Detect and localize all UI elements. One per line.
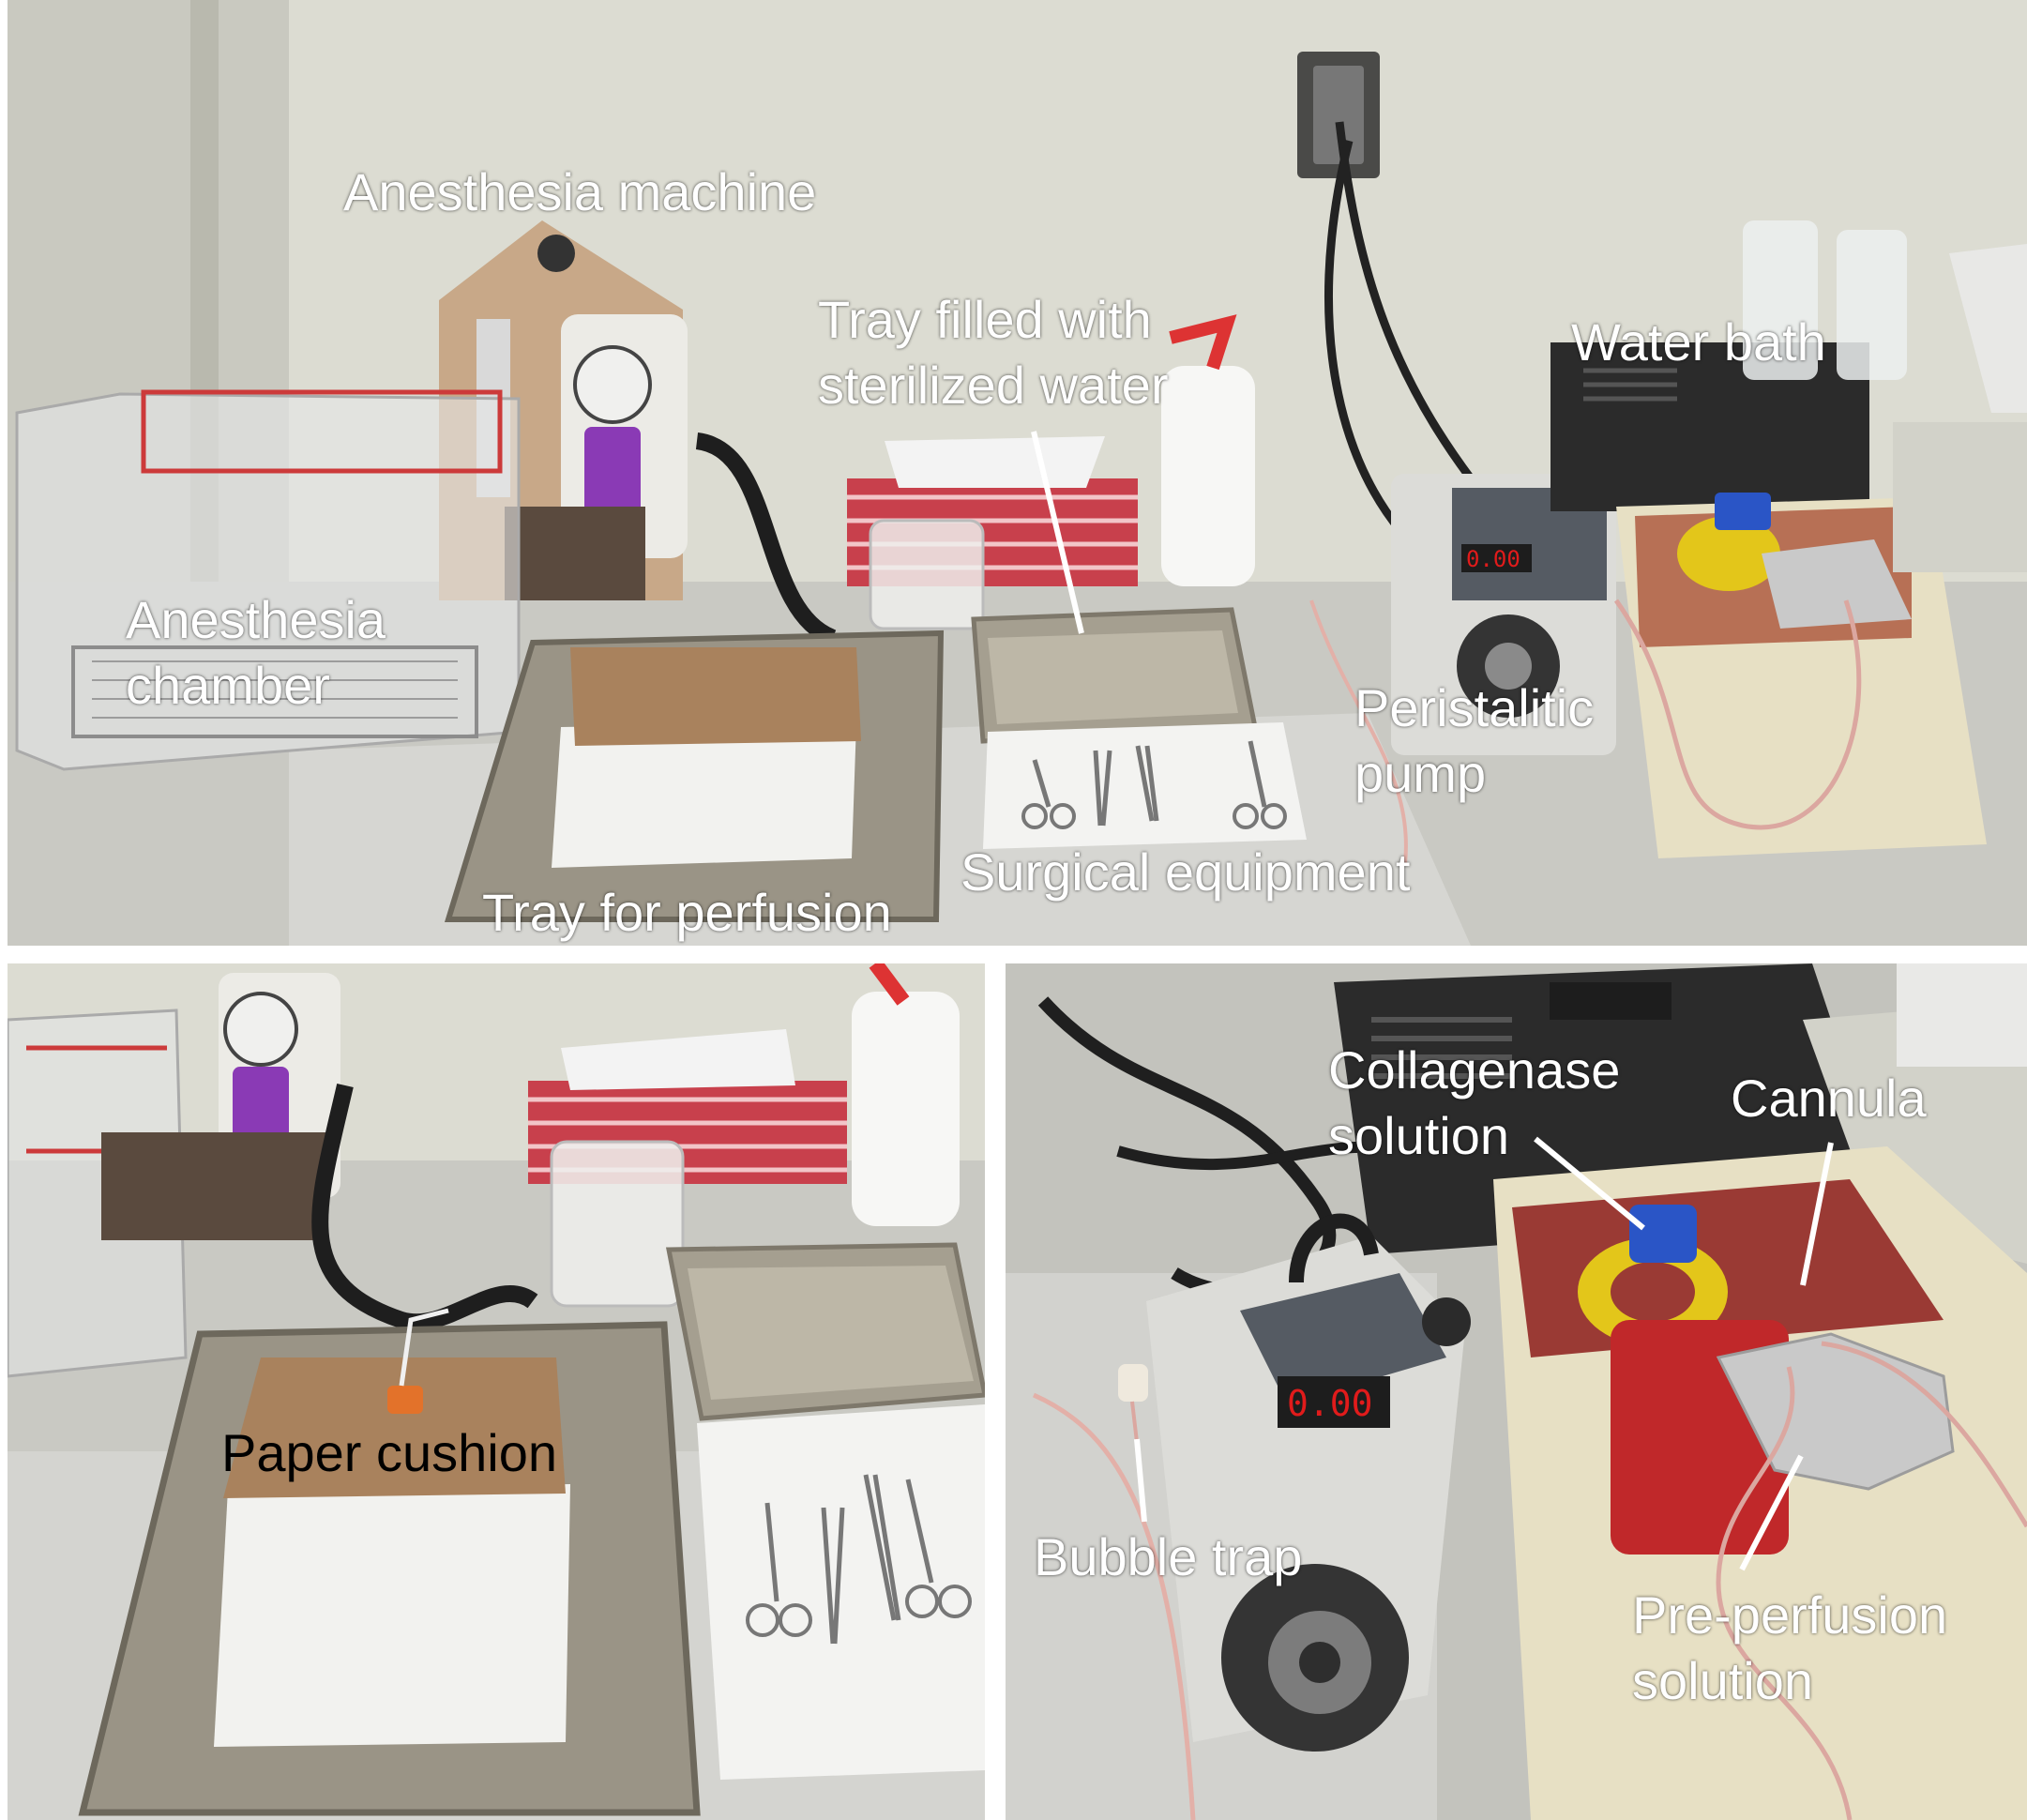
tubing: [1716, 1366, 1853, 1820]
funnel: [1949, 244, 2027, 413]
yellow-ring: [1677, 516, 1780, 591]
pump-display: [1278, 1376, 1390, 1428]
blue-cap: [1715, 493, 1771, 530]
anesthesia-base: [101, 1132, 326, 1240]
scissors-1: [1032, 759, 1051, 808]
gas-hose: [695, 432, 837, 646]
forceps-2: [863, 1474, 901, 1621]
foil-bottle: [1762, 539, 1912, 629]
label-paper-cushion: Paper cushion: [221, 1423, 558, 1482]
spray-bottle: [852, 992, 960, 1226]
spray-bottle: [1161, 366, 1255, 586]
label-pre-perfusion-line1: Pre-perfusion: [1632, 1585, 1948, 1645]
pump-knob: [1422, 1297, 1471, 1346]
balance: [1893, 422, 2027, 572]
label-anesthesia-chamber-line2: chamber: [126, 656, 330, 715]
reagent-bottle-2: [1837, 230, 1907, 380]
pump-handle: [1289, 1213, 1379, 1283]
panel-overview: 0.00 Anesthesia machine Tray filled with…: [8, 0, 2027, 946]
label-bubble-trap: Bubble trap: [1034, 1527, 1303, 1586]
bath-display: [1550, 982, 1672, 1020]
label-cannula: Cannula: [1731, 1069, 1927, 1128]
foam-block: [552, 722, 856, 868]
overview-photo: 0.00: [8, 0, 2027, 946]
anesthesia-chamber: [8, 1009, 188, 1378]
label-peristaltic-pump-line2: pump: [1354, 744, 1487, 803]
anesthesia-base: [505, 507, 645, 600]
panel-tray-detail: Paper cushion: [8, 963, 985, 1820]
glass-jar: [869, 519, 985, 630]
tubing: [1613, 599, 1862, 830]
bubble-trap: [1118, 1364, 1148, 1402]
label-pre-perfusion-line2: solution: [1632, 1651, 1814, 1710]
glass-jar: [550, 1140, 685, 1308]
label-anesthesia-machine: Anesthesia machine: [343, 162, 817, 221]
label-anesthesia-chamber-line1: Anesthesia: [126, 590, 386, 649]
orange-connector: [387, 1386, 423, 1414]
kraft-paper: [570, 647, 861, 746]
label-collagenase-line1: Collagenase: [1328, 1040, 1621, 1100]
tubing: [399, 1308, 449, 1387]
reagent-bottle-1: [1743, 220, 1818, 380]
scissors-1: [764, 1502, 779, 1602]
label-collagenase-line2: solution: [1328, 1106, 1510, 1165]
label-surgical-equipment: Surgical equipment: [961, 842, 1411, 902]
pump-display: [1461, 544, 1532, 572]
label-peristaltic-pump-line1: Peristalitic: [1354, 678, 1595, 737]
svg-text:0.00: 0.00: [1287, 1383, 1373, 1424]
label-tray-water-line1: Tray filled with: [818, 290, 1152, 349]
label-tray-water-line2: sterilized water: [818, 356, 1169, 415]
forceps-1: [1093, 750, 1112, 827]
power-cable: [1335, 121, 1512, 528]
label-tray-for-perfusion: Tray for perfusion: [482, 883, 892, 942]
kraft-paper: [223, 1357, 566, 1498]
scissors-2: [1248, 740, 1267, 808]
foam-block: [214, 1484, 570, 1747]
gas-hose: [311, 1083, 538, 1331]
blue-cap: [1629, 1205, 1697, 1263]
tray-detail-photo: [8, 963, 985, 1820]
label-water-bath: Water bath: [1571, 312, 1826, 372]
forceps-2: [1135, 745, 1159, 822]
balance-cup: [1897, 963, 2027, 1067]
scissors-2: [905, 1479, 934, 1584]
wire-rack: [71, 645, 478, 738]
forceps-1: [821, 1507, 845, 1645]
panel-pump-detail: 0.00 Collagenase solution Cannula Bubble…: [1006, 963, 2027, 1820]
svg-text:0.00: 0.00: [1466, 546, 1520, 572]
